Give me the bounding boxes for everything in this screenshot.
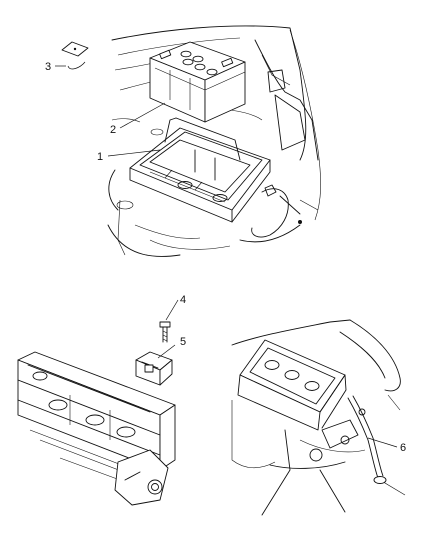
engine-bay-closeup	[231, 319, 406, 516]
battery-pad	[61, 41, 89, 57]
hold-down-clamp	[135, 351, 173, 386]
ground-cable	[251, 184, 302, 238]
tray-bracket	[114, 449, 169, 506]
callout-1: 1	[97, 151, 103, 163]
callout-2: 2	[110, 124, 116, 136]
leader-lines	[55, 61, 398, 448]
callout-labels: 3 2 1 4 5 6	[45, 61, 406, 454]
vent-tube	[309, 395, 387, 484]
battery-closeup	[17, 351, 176, 483]
bottom-left-view	[17, 321, 176, 506]
callout-5: 5	[180, 336, 186, 348]
battery-tray	[129, 117, 271, 223]
callout-6: 6	[400, 442, 406, 454]
top-view	[61, 25, 321, 257]
engine-bay-outline	[107, 25, 321, 257]
battery-rear	[237, 339, 347, 431]
callout-4: 4	[180, 294, 186, 306]
bolt	[159, 321, 171, 343]
bottom-right-view	[231, 319, 406, 516]
battery	[149, 41, 246, 123]
callout-3: 3	[45, 61, 51, 73]
